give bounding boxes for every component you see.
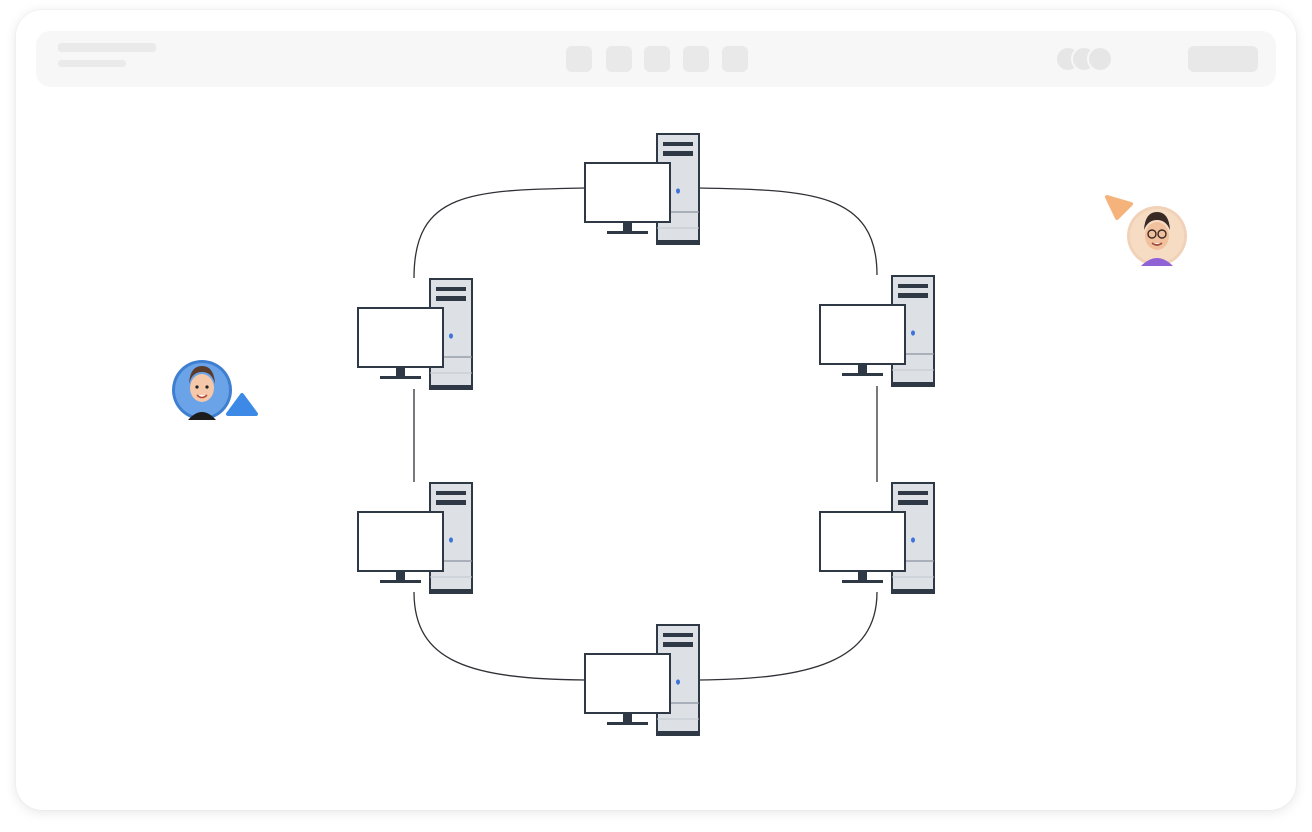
subtitle-placeholder <box>58 60 126 67</box>
computer-icon[interactable] <box>584 624 700 736</box>
cursor-arrow-icon <box>226 393 258 416</box>
toolbar-tool-2[interactable] <box>606 46 632 72</box>
computer-icon[interactable] <box>584 133 700 245</box>
link-lower-right-bottom <box>698 591 878 681</box>
toolbar-tool-4[interactable] <box>683 46 709 72</box>
link-lower-left-bottom <box>413 591 586 681</box>
ring-links <box>413 187 878 681</box>
computer-icon[interactable] <box>357 482 473 594</box>
link-top-upper-right <box>698 187 878 276</box>
computer-icon[interactable] <box>357 278 473 390</box>
toolbar-tool-1[interactable] <box>566 46 592 72</box>
computer-icon[interactable] <box>819 482 935 594</box>
toolbar-tool-5[interactable] <box>722 46 748 72</box>
cursor-arrow-icon <box>1105 195 1133 220</box>
share-button[interactable] <box>1188 46 1258 72</box>
collaborator-avatar-left <box>172 360 232 420</box>
computer-icon[interactable] <box>819 275 935 387</box>
link-top-upper-left <box>413 187 586 279</box>
toolbar-tool-3[interactable] <box>644 46 670 72</box>
top-toolbar <box>36 31 1276 87</box>
presence-avatar[interactable] <box>1087 46 1113 72</box>
title-placeholder <box>58 43 156 52</box>
collaborator-avatar-right <box>1127 206 1187 266</box>
